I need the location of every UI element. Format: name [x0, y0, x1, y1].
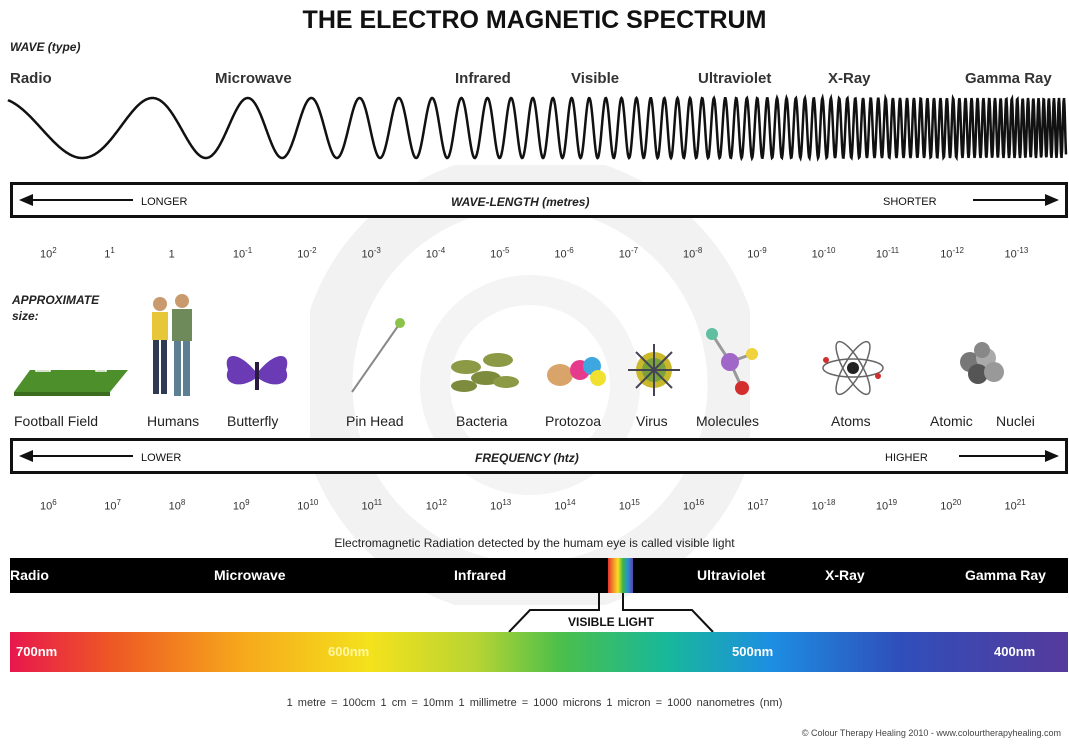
copyright-notice: © Colour Therapy Healing 2010 - www.colo…	[801, 728, 1061, 738]
band-label-infrared: Infrared	[454, 567, 507, 583]
visible-light-label: VISIBLE LIGHT	[568, 615, 655, 629]
frequency-bar: LOWER FREQUENCY (htz) HIGHER	[10, 438, 1068, 474]
visible-rainbow-slot	[608, 558, 633, 593]
visible-light-note: Electromagnetic Radiation detected by th…	[334, 536, 735, 550]
wavelength_ticks-tick: 1	[168, 248, 175, 261]
size-label-molecules: Molecules	[696, 413, 760, 429]
spectrum-label-700nm: 700nm	[16, 644, 58, 659]
virus-image	[628, 344, 680, 396]
size-label-protozoa: Protozoa	[545, 413, 602, 429]
frequency_ticks-tick: 1016	[683, 498, 705, 513]
size-label-atoms: Atoms	[831, 413, 871, 429]
approximate-heading: APPROXIMATE	[12, 293, 100, 307]
frequency_ticks-tick: 1020	[940, 498, 962, 513]
wave-label-gamma-ray: Gamma Ray	[965, 70, 1052, 87]
football-field-image	[14, 365, 128, 396]
wavelength_ticks-tick: 10-3	[361, 246, 381, 261]
frequency-title: FREQUENCY (htz)	[475, 451, 579, 465]
size-label-butterfly: Butterfly	[227, 413, 279, 429]
wave-label-infrared: Infrared	[455, 70, 511, 87]
band-label-radio: Radio	[10, 567, 49, 583]
wavelength-longer-label: LONGER	[141, 196, 188, 208]
bacteria-image	[451, 353, 519, 392]
wavelength_ticks-tick: 10-5	[490, 246, 510, 261]
spectrum-label-400nm: 400nm	[994, 644, 1036, 659]
frequency_ticks-tick: 106	[40, 498, 57, 513]
frequency_ticks-tick: 1019	[875, 498, 898, 513]
frequency_ticks-tick: 1011	[361, 498, 383, 513]
frequency-lower-label: LOWER	[141, 452, 182, 464]
wavelength_ticks-tick: 102	[40, 246, 57, 261]
frequency_ticks-tick: 1013	[490, 498, 512, 513]
size-illustrations	[14, 294, 1004, 396]
frequency-arrows	[19, 450, 1059, 462]
spectrum-label-500nm: 500nm	[732, 644, 774, 659]
frequency_ticks-tick: 1012	[425, 498, 447, 513]
wavelength_ticks-tick: 10-4	[425, 246, 446, 261]
band-label-ultraviolet: Ultraviolet	[697, 567, 766, 583]
spectrum-label-600nm: 600nm	[328, 644, 370, 659]
humans-image	[152, 294, 192, 396]
wave-label-visible: Visible	[571, 70, 620, 87]
wavelength_ticks-tick: 10-12	[940, 246, 964, 261]
frequency_ticks-tick: 109	[232, 498, 250, 513]
wavelength_ticks-tick: 10-6	[554, 246, 574, 261]
size-label-atomic: Atomic	[930, 413, 973, 429]
wave-curve	[7, 93, 1068, 162]
frequency_ticks-tick: 1017	[747, 498, 769, 513]
butterfly-image	[226, 356, 288, 390]
size-label-virus: Virus	[636, 413, 668, 429]
page-title: THE ELECTRO MAGNETIC SPECTRUM	[302, 6, 767, 34]
wavelength-arrows	[19, 194, 1059, 206]
molecules-image	[706, 328, 758, 395]
wavelength_ticks-tick: 10-13	[1004, 246, 1029, 261]
visible-spectrum-gradient: 700nm 600nm 500nm 400nm	[10, 632, 1068, 672]
wavelength_ticks-tick: 10-11	[875, 246, 900, 261]
wave-label-xray: X-Ray	[828, 70, 871, 87]
wavelength-bar: LONGER WAVE-LENGTH (metres) SHORTER	[10, 182, 1068, 218]
band-label-microwave: Microwave	[214, 567, 286, 583]
frequency_ticks-tick: 1021	[1004, 498, 1026, 513]
visible-light-callout: VISIBLE LIGHT	[508, 593, 714, 633]
size-label-bacteria: Bacteria	[456, 413, 508, 429]
wave-label-ultraviolet: Ultraviolet	[698, 70, 772, 87]
wavelength_ticks-tick: 11	[104, 246, 115, 261]
spectrum-band: Radio Microwave Infrared Ultraviolet X-R…	[10, 558, 1068, 593]
size-heading: size:	[12, 309, 39, 323]
wavelength_ticks-tick: 10-8	[683, 246, 703, 261]
band-label-gamma-ray: Gamma Ray	[965, 567, 1046, 583]
wavelength_ticks-tick: 10-1	[232, 246, 253, 261]
pin-head-image	[351, 318, 405, 393]
wavelength_ticks-tick: 10-7	[618, 246, 639, 261]
frequency_ticks-tick: 1014	[554, 498, 576, 513]
size-label-pin-head: Pin Head	[346, 413, 404, 429]
frequency_ticks-tick: 1015	[618, 498, 640, 513]
wavelength_ticks-tick: 10-2	[297, 246, 317, 261]
frequency_ticks-tick: 108	[168, 498, 186, 513]
approximate-size-heading: APPROXIMATE size:	[12, 292, 99, 324]
frequency_ticks-tick: 107	[104, 498, 121, 513]
wavelength-title: WAVE-LENGTH (metres)	[451, 195, 590, 209]
protozoa-image	[547, 357, 606, 386]
frequency-higher-label: HIGHER	[885, 452, 928, 464]
size-label-humans: Humans	[147, 413, 200, 429]
size-label-football-field: Football Field	[14, 413, 99, 429]
wave-label-microwave: Microwave	[215, 70, 292, 87]
unit-conversions: 1 metre = 100cm 1 cm = 10mm 1 millimetre…	[286, 697, 783, 709]
wavelength_ticks-tick: 10-10	[811, 246, 836, 261]
wavelength-shorter-label: SHORTER	[883, 196, 937, 208]
atomic-nuclei-image	[960, 342, 1004, 384]
wavelength_ticks-tick: 10-9	[747, 246, 767, 261]
band-label-xray: X-Ray	[825, 567, 865, 583]
frequency_ticks-tick: 1010	[297, 498, 319, 513]
wave-label-radio: Radio	[10, 70, 52, 87]
frequency_ticks-tick: 10-18	[811, 498, 836, 513]
atom-image	[822, 340, 884, 396]
wave-type-heading: WAVE (type)	[10, 40, 81, 54]
size-label-nuclei: Nuclei	[996, 413, 1035, 429]
